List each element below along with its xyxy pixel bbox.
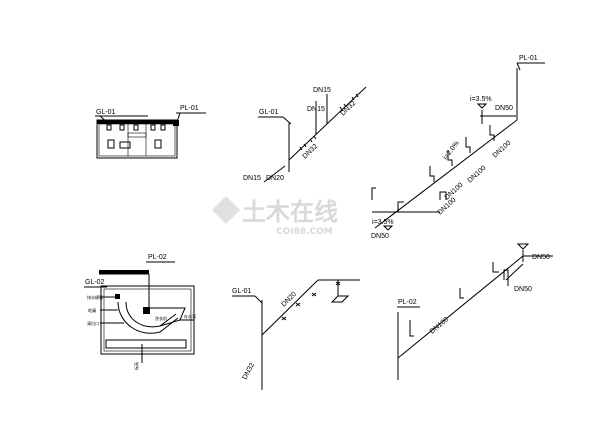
bottom-pipe	[105, 339, 187, 349]
door-left	[119, 141, 131, 149]
plan2-callout-5: 标高	[133, 362, 139, 370]
iso2-label-3: i=2.0%	[442, 140, 461, 161]
trap-5	[439, 191, 447, 200]
plan2-callout-4: 洗衣机	[155, 315, 167, 321]
drain-main	[397, 255, 524, 359]
watermark-cn: 土木在线	[242, 198, 338, 226]
pipe-gl	[115, 294, 120, 299]
plan-bottom-left: PL-02 GL-02 排水横管 地漏 清扫口 存水弯 洗衣机 标高	[84, 254, 196, 370]
watermark-en: COI88.COM	[276, 227, 333, 237]
watermark: 土木在线 COI88.COM	[212, 196, 338, 237]
gl-leader-tick	[282, 116, 292, 125]
floor-drain-2	[382, 225, 394, 231]
iso3-label-0: DN20	[280, 291, 298, 309]
iso3-gl-label: GL-01	[232, 288, 252, 295]
lower-branch	[263, 165, 286, 183]
iso4-pl-label: PL-02	[398, 299, 417, 306]
valve-1	[281, 316, 287, 321]
fixture-outlet	[330, 295, 350, 303]
fixture-4	[150, 124, 156, 131]
plan2-callout-3: 存水弯	[184, 313, 196, 319]
trap-1	[489, 125, 495, 141]
side-branch	[505, 263, 524, 281]
iso2-label-4: DN100	[467, 165, 488, 185]
valve-1	[299, 143, 307, 151]
trap-4	[429, 166, 435, 182]
iso-supply-top: GL-01 DN15 DN15 DN32 DN32 DN15 DN20	[243, 86, 367, 183]
floor-drain	[516, 243, 530, 250]
plan2-callout-2: 清扫口	[87, 320, 99, 326]
iso-drain-top: PL-01 i=3.5% DN50 DN100 i=2.0% DN100 DN1…	[371, 55, 545, 240]
valve-2	[309, 135, 317, 143]
toilet-left	[107, 139, 115, 149]
fixture-3	[133, 124, 139, 131]
main-branch	[261, 279, 319, 336]
iso-supply-bottom: GL-01 DN20 DN32	[232, 279, 360, 390]
iso1-label-0: DN15	[313, 87, 331, 94]
curve-top	[150, 307, 186, 327]
plan2-gl-label: GL-02	[85, 279, 105, 286]
curve-outer	[117, 301, 179, 334]
iso1-label-4: DN15	[243, 175, 261, 182]
iso2-label-0: i=3.5%	[470, 96, 492, 103]
gl-leader-tick	[254, 295, 263, 304]
trap-2	[465, 137, 471, 153]
pipe-riser	[173, 120, 179, 126]
curve-inner	[125, 301, 177, 328]
pipe-riser	[143, 307, 150, 314]
iso2-label-8: DN50	[371, 233, 389, 240]
fixture-5	[160, 124, 166, 131]
wall-top	[99, 270, 149, 274]
trap-3	[447, 150, 453, 166]
trap-6	[397, 201, 404, 212]
iso1-gl-label: GL-01	[259, 109, 279, 116]
floor-drain-1	[476, 103, 488, 109]
iso1-label-1: DN15	[307, 106, 325, 113]
plan2-pl-label: PL-02	[148, 254, 167, 261]
trap-7	[371, 187, 376, 200]
plan-pl-label: PL-01	[180, 105, 199, 112]
iso4-label-0: DN50	[532, 254, 550, 261]
plan-top-left: GL-01 PL-01	[95, 105, 206, 159]
valve-top	[335, 281, 341, 286]
iso2-label-2: DN100	[492, 140, 513, 160]
iso-drain-bottom: PL-02 DN50 DN50 DN100	[397, 243, 553, 380]
fixture-1	[106, 124, 112, 131]
plan2-callout-1: 地漏	[88, 307, 96, 313]
iso4-label-1: DN50	[514, 286, 532, 293]
iso2-pl-label: PL-01	[519, 55, 538, 62]
iso4-label-2: DN100	[429, 316, 450, 335]
plan-gl-label: GL-01	[96, 109, 116, 116]
valve-2	[295, 302, 301, 307]
wall-top	[97, 120, 177, 124]
iso1-label-3: DN32	[340, 100, 358, 118]
iso2-label-1: DN50	[495, 105, 513, 112]
iso3-label-1: DN32	[242, 362, 257, 381]
fixture-2	[119, 124, 125, 131]
iso2-label-7: i=3.5%	[372, 219, 394, 226]
toilet-right	[154, 139, 162, 149]
valve-4	[351, 93, 359, 101]
watermark-logo-icon	[212, 196, 240, 224]
iso1-label-5: DN20	[266, 175, 284, 182]
drain-main	[374, 119, 518, 229]
plan2-callout-0: 排水横管	[87, 294, 103, 300]
room-inner	[98, 123, 176, 157]
valve-3	[311, 292, 317, 297]
valve-3	[339, 103, 347, 111]
trap-3	[409, 320, 414, 337]
room-outline	[96, 119, 178, 159]
counter	[127, 132, 147, 138]
trap-1	[492, 262, 499, 273]
trap-4	[459, 288, 464, 299]
pl-leader-tick	[516, 62, 521, 71]
